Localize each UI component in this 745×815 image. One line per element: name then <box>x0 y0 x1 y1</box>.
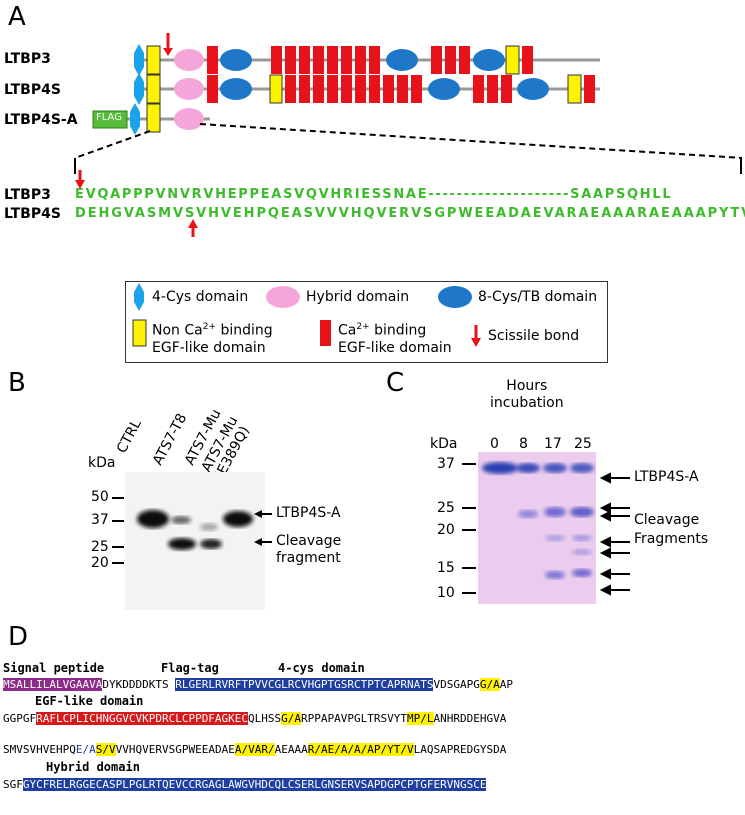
protein-seq-line-2: GGPGFRAFLCPLICHNGGVCVKPDRCLCPPDFAGKECQLH… <box>3 712 507 725</box>
label-hybrid-domain: Hybrid domain <box>46 760 140 774</box>
gel-c-lane-0: 0 <box>490 436 499 452</box>
flag-tag-box <box>92 110 128 129</box>
gel-b-marker-20: 20 <box>91 555 109 571</box>
gel-c-lane-25: 25 <box>574 436 592 452</box>
gel-b-marker-37: 37 <box>91 512 109 528</box>
alignment-label-ltbp3: LTBP3 <box>4 187 51 203</box>
flag-tag-label: FLAG <box>96 112 122 123</box>
gel-c-image <box>478 452 596 604</box>
zoom-bracket-right <box>740 158 742 174</box>
gel-c-ticks <box>462 463 630 596</box>
alignment-arrows <box>75 170 198 237</box>
gel-c-band-full: LTBP4S-A <box>634 469 699 485</box>
legend-box <box>125 281 608 363</box>
gel-c-lane-17: 17 <box>544 436 562 452</box>
protein-seq-line-4: SGFGYCFRELRGGECASPLPGLRTQEVCCRGAGLAWGVHD… <box>3 778 487 791</box>
gel-c-kda: kDa <box>430 436 458 452</box>
yellow-box-icon <box>132 319 147 347</box>
legend-tb: 8-Cys/TB domain <box>478 289 598 305</box>
hexagon-icon <box>134 44 144 76</box>
ltbp4s-domain-row <box>134 73 600 105</box>
construct-label-ltbp4s: LTBP4S <box>4 82 61 98</box>
4cys-segment: RLGERLRVRFTPVVCGLRCVHGPTGSRCTPTCAPRNATS <box>175 678 434 691</box>
label-egf-domain: EGF-like domain <box>35 694 144 708</box>
construct-label-ltbp4s-a: LTBP4S-A <box>4 112 78 128</box>
protein-seq-line-3: SMVSVHVEHPQE/AS/VVVHQVERVSGPWEEADAEA/VAR… <box>3 743 507 756</box>
gel-b-marker-50: 50 <box>91 489 109 505</box>
red-box-icon <box>320 320 331 346</box>
gel-b-ticks <box>112 497 272 564</box>
gel-b-kda: kDa <box>88 455 116 471</box>
yellow-box-icon <box>146 45 161 75</box>
construct-label-ltbp3: LTBP3 <box>4 51 51 67</box>
legend-hybrid: Hybrid domain <box>306 289 410 305</box>
label-signal-peptide: Signal peptide <box>3 661 105 675</box>
panel-b-letter: B <box>8 368 26 398</box>
label-4cys-domain: 4-cys domain <box>278 661 365 675</box>
alignment-label-ltbp4s: LTBP4S <box>4 206 61 222</box>
gel-c-marker-10: 10 <box>437 585 455 601</box>
zoom-bracket-left <box>74 158 76 174</box>
gel-c-marker-25: 25 <box>437 500 455 516</box>
legend-4cys: 4-Cys domain <box>152 289 249 305</box>
domain-diagram <box>74 33 743 159</box>
protein-seq-line-1: MSALLILALVGAAVADYKDDDDKTS RLGERLRVRFTPVV… <box>3 678 513 691</box>
panel-d-letter: D <box>8 622 29 652</box>
panel-a-letter: A <box>8 2 26 32</box>
legend-scissile: Scissile bond <box>488 328 580 344</box>
gel-b-marker-25: 25 <box>91 539 109 555</box>
gel-c-lane-8: 8 <box>519 436 528 452</box>
gel-c-marker-15: 15 <box>437 560 455 576</box>
tb-ellipse-icon <box>438 286 472 308</box>
hexagon-icon <box>134 283 144 311</box>
label-flag-tag: Flag-tag <box>161 661 219 675</box>
alignment-seq-ltbp3: EVQAPPPVNVRVHEPPEASVQVHRIESSNAE---------… <box>75 187 673 202</box>
hybrid-ellipse-icon <box>174 49 204 71</box>
egf-segment: RAFLCPLICHNGGVCVKPDRCLCPPDFAGKEC <box>36 712 249 725</box>
legend-icons <box>132 283 481 347</box>
gel-b-band-full: LTBP4S-A <box>276 505 341 521</box>
hybrid-ellipse-icon <box>266 286 300 308</box>
signal-peptide-segment: MSALLILALVGAAVA <box>3 678 103 691</box>
hybrid-segment: GYCFRELRGGECASPLPGLRTQEVCCRGAGLAWGVHDCQL… <box>22 778 487 791</box>
alignment-seq-ltbp4s: DEHGVASMVSVHVEHPQEASVVVHQVERVSGPWEEADAEV… <box>75 206 745 221</box>
panel-c-letter: C <box>386 368 405 398</box>
gel-c-marker-20: 20 <box>437 522 455 538</box>
ltbp4s-a-domain-row <box>92 103 210 135</box>
ltbp3-domain-row <box>134 33 600 76</box>
gel-b-image <box>125 472 265 610</box>
gel-c-marker-37: 37 <box>437 456 455 472</box>
